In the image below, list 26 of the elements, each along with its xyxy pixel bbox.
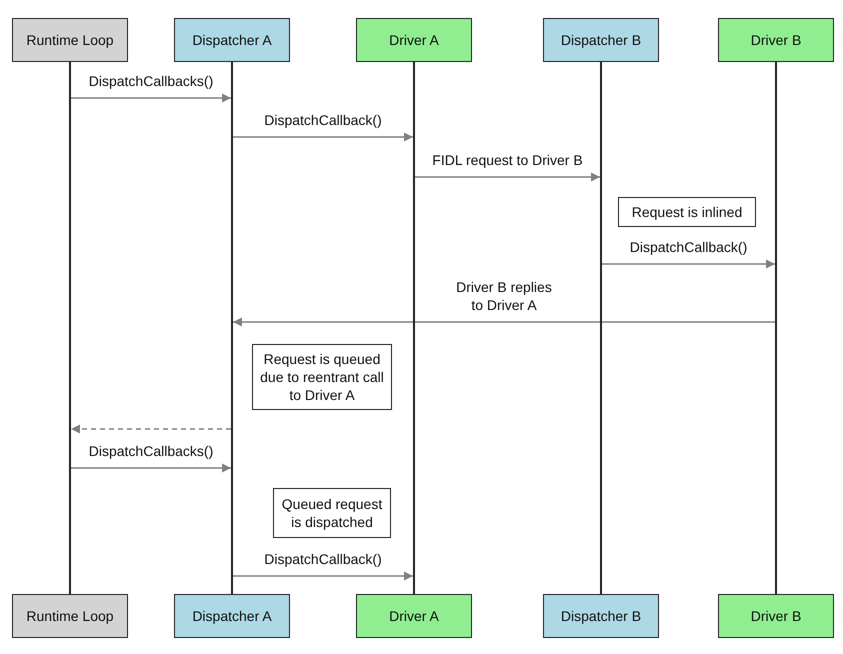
lifeline	[775, 62, 777, 594]
note-box: Queued request is dispatched	[273, 488, 391, 538]
message-arrow	[71, 424, 231, 434]
participant-box: Driver B	[718, 18, 834, 62]
participant-box: Driver A	[356, 18, 472, 62]
message-arrow	[71, 94, 231, 102]
participant-box: Driver A	[356, 594, 472, 638]
message-arrow	[233, 318, 775, 326]
message-arrow	[71, 464, 231, 472]
participant-box: Dispatcher B	[543, 594, 659, 638]
note-box: Request is inlined	[618, 197, 756, 227]
lifeline	[600, 62, 602, 594]
message-arrow	[602, 260, 775, 268]
message-arrow	[415, 172, 600, 182]
participant-box: Driver B	[718, 594, 834, 638]
message-arrow	[233, 572, 413, 580]
participant-box: Runtime Loop	[12, 594, 128, 638]
lifeline	[69, 62, 71, 594]
lifeline	[231, 62, 233, 594]
lifeline	[413, 62, 415, 594]
message-arrow	[233, 132, 413, 142]
note-box: Request is queued due to reentrant call to Driver A	[252, 344, 392, 410]
participant-box: Dispatcher A	[174, 594, 290, 638]
participant-box: Dispatcher B	[543, 18, 659, 62]
participant-box: Runtime Loop	[12, 18, 128, 62]
participant-box: Dispatcher A	[174, 18, 290, 62]
